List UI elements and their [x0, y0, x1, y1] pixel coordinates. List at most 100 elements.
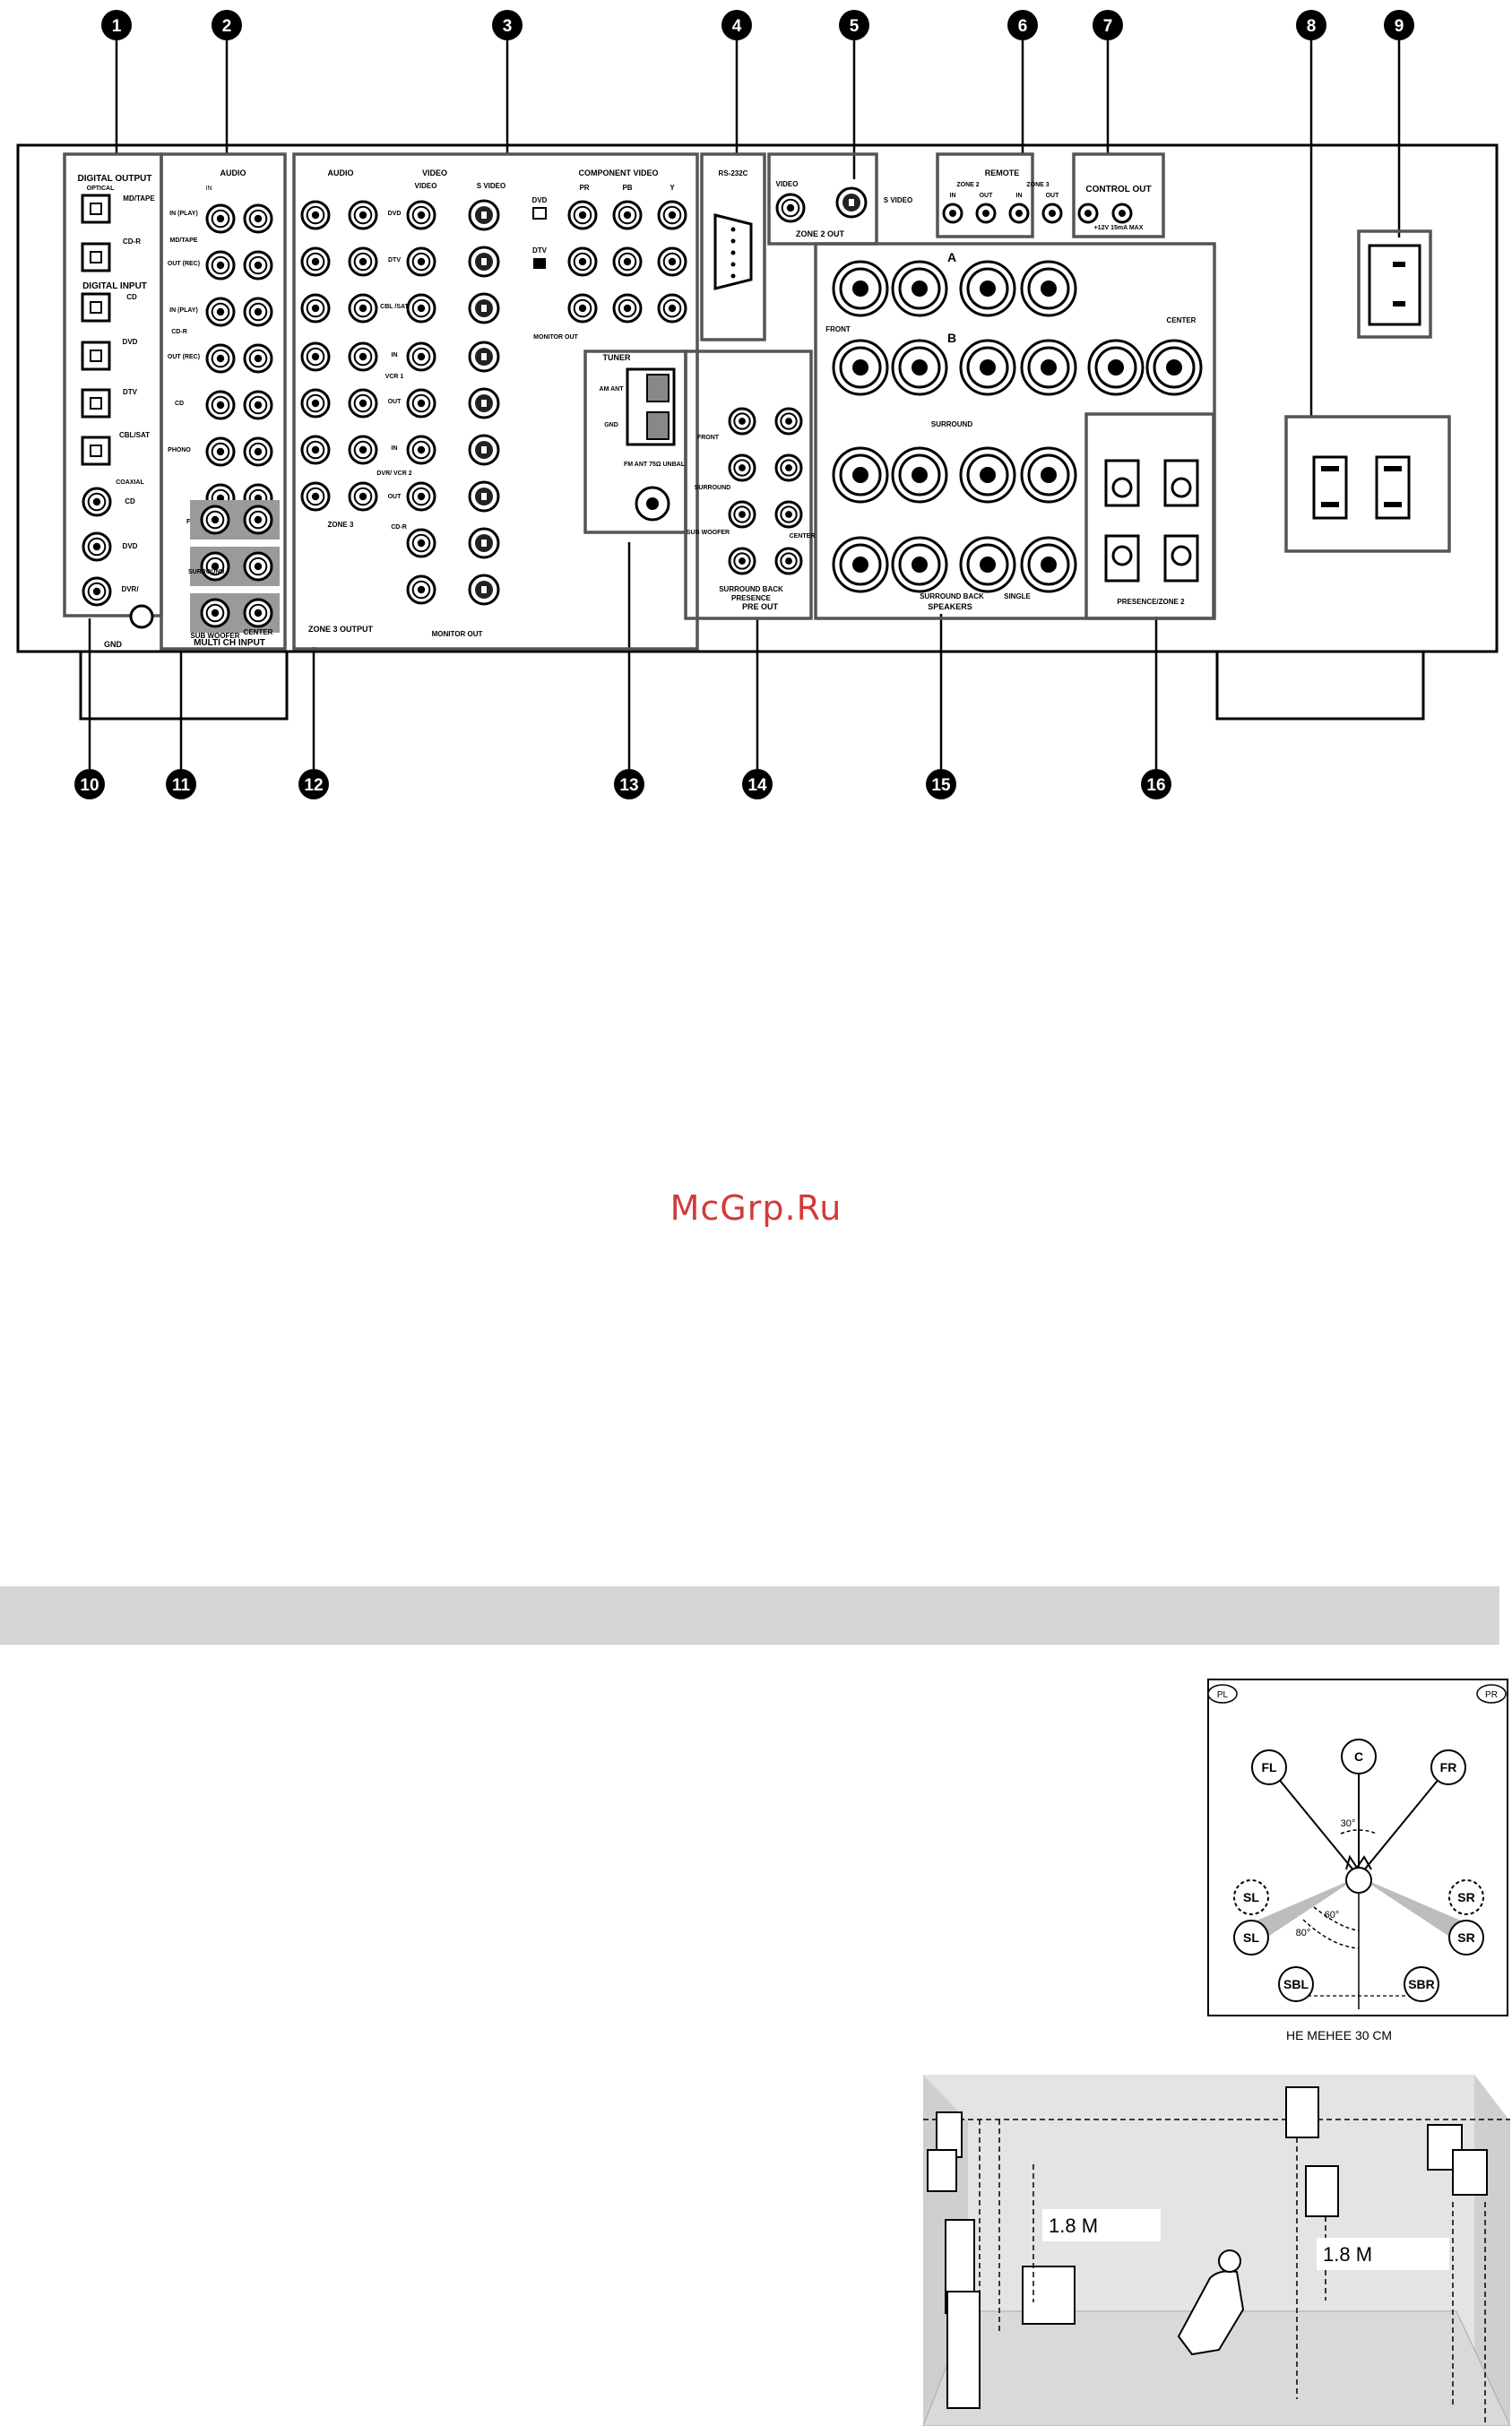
rca-jack-ring	[205, 510, 225, 530]
rca-jack-pin	[211, 609, 220, 617]
label: RS-232C	[719, 169, 748, 177]
rca-jack-ring	[306, 440, 325, 460]
rca-jack-ring	[411, 298, 431, 318]
label: ZONE 3 OUTPUT	[308, 625, 374, 634]
callout-badge	[926, 769, 956, 799]
label: CD	[175, 401, 184, 407]
optical-jack	[81, 341, 111, 371]
rca-jack-pin	[578, 304, 587, 313]
presence-terminal-hole	[1171, 545, 1192, 566]
right-foot	[1215, 650, 1425, 721]
label: CONTROL OUT	[1085, 185, 1151, 194]
label: AM ANT	[600, 386, 625, 393]
outlet-slot	[1321, 466, 1339, 471]
s-video-key	[481, 446, 487, 453]
label: DVD	[123, 338, 138, 346]
rca-jack-pin	[359, 352, 367, 361]
label: IN	[392, 352, 398, 358]
rca-jack-ring	[411, 393, 431, 413]
speaker-terminal-hole	[912, 281, 928, 297]
rca-jack-ring	[411, 347, 431, 367]
speaker-label: SBR	[1408, 1977, 1435, 1991]
rca-jack-pin	[254, 447, 263, 456]
callout-badge	[614, 769, 644, 799]
callout-number: 6	[1018, 17, 1028, 36]
callout-badge	[1007, 10, 1038, 40]
speaker-terminal-ring	[839, 453, 882, 496]
label: SUB WOOFER	[190, 632, 239, 640]
speaker-label: FR	[1440, 1760, 1457, 1774]
height-label: 1.8 M	[1323, 2243, 1372, 2266]
callout-badge	[74, 769, 105, 799]
rca-jack-pin	[211, 515, 220, 524]
speaker-box-rear	[1452, 2149, 1488, 2196]
label: DTV	[123, 388, 138, 396]
height-label-box-right	[1317, 2238, 1449, 2270]
s-video-key	[481, 353, 487, 360]
s-video-key	[481, 493, 487, 500]
label: CENTER	[1167, 316, 1197, 324]
rca-jack-ring	[411, 533, 431, 553]
speaker-circle	[1430, 1749, 1466, 1785]
rca-jack-pin	[739, 557, 746, 565]
speaker-terminal-ring	[898, 453, 941, 496]
optical-jack-core	[90, 445, 102, 457]
callout-number: 16	[1146, 776, 1165, 795]
label: IN	[1016, 193, 1023, 199]
rca-jack-pin	[668, 304, 677, 313]
remote-jack-pin	[1015, 210, 1023, 217]
remote-jack-pin	[982, 210, 989, 217]
rca-jack-ring	[306, 205, 325, 225]
group-box	[936, 152, 1034, 238]
label: DVD	[532, 196, 548, 204]
callout-number: 8	[1307, 17, 1317, 36]
rca-jack-ring	[733, 552, 751, 570]
rca-jack-ring	[662, 252, 682, 272]
rca-jack-ring	[306, 298, 325, 318]
rca-jack-ring	[248, 557, 268, 576]
optical-jack	[81, 436, 111, 466]
rca-jack-pin	[785, 464, 792, 471]
inlet-pin	[1393, 301, 1405, 306]
rca-jack-ring	[411, 440, 431, 460]
rca-jack-ring	[353, 298, 373, 318]
s-video-key	[481, 212, 487, 219]
presence-terminal	[1163, 459, 1199, 507]
group-box	[160, 152, 287, 651]
speaker-terminal-ring	[966, 453, 1009, 496]
rca-jack-ring	[87, 582, 107, 601]
rca-jack-pin	[359, 492, 367, 501]
label: DVR/	[121, 585, 139, 593]
label: S VIDEO	[884, 196, 912, 204]
label: FM ANT 75Ω UNBAL	[624, 462, 686, 468]
speaker-terminal-ring	[898, 267, 941, 310]
optical-jack	[81, 388, 111, 419]
speaker-label: PR	[1485, 1690, 1498, 1700]
speaker-terminal-hole	[980, 359, 996, 376]
height-label-box-left	[1042, 2209, 1161, 2241]
rca-jack-pin	[417, 304, 426, 313]
rca-jack-pin	[623, 257, 632, 266]
rca-jack-pin	[92, 587, 101, 596]
rca-jack-ring	[248, 603, 268, 623]
speaker-terminal-hole	[852, 359, 868, 376]
label: PR	[579, 184, 589, 192]
label: CBL/SAT	[119, 431, 150, 439]
remote-jack-pin	[949, 210, 956, 217]
ac-inlet-face	[1368, 244, 1421, 326]
room-placement-diagram: 1.8 M1.8 M	[922, 2075, 1510, 2426]
callout-number: 14	[747, 776, 767, 795]
rca-jack-pin	[786, 203, 795, 212]
rca-jack-ring	[618, 205, 637, 225]
speaker-circle	[1448, 1879, 1484, 1915]
angle-label: 60°	[1325, 1910, 1340, 1921]
dvd-marker	[532, 207, 547, 220]
label: IN (PLAY)	[169, 307, 198, 314]
speaker-label: SL	[1243, 1930, 1259, 1945]
rca-jack-ring	[306, 347, 325, 367]
callout-number: 2	[222, 17, 232, 36]
rca-jack-pin	[668, 257, 677, 266]
speaker-terminal-ring	[1094, 346, 1137, 389]
